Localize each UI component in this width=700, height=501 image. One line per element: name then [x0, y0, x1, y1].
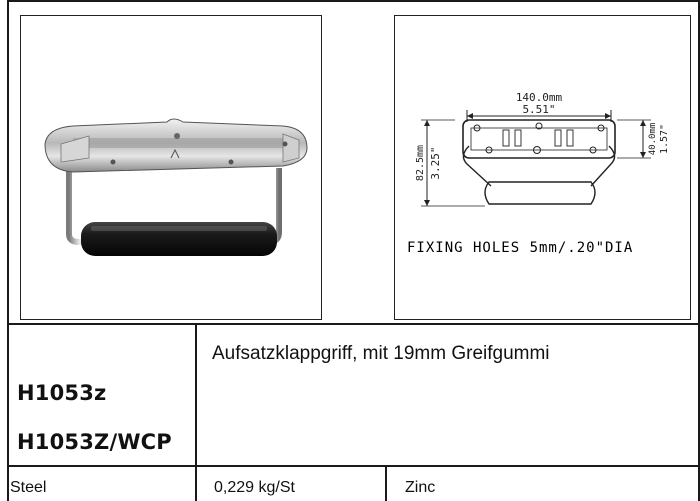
material-value: Steel [10, 479, 47, 496]
product-photo-frame [20, 15, 322, 320]
side-in-label: 1.57" [659, 124, 670, 154]
image-row-divider [7, 323, 700, 325]
product-photo [44, 118, 308, 256]
weight-value: 0,229 kg/St [214, 479, 295, 496]
spec-row-divider [7, 465, 700, 467]
side-mm-label: 40.0mm [648, 123, 658, 156]
left-border [7, 0, 9, 501]
top-border [7, 0, 700, 2]
right-border [698, 0, 700, 501]
width-in-label: 5.51" [522, 103, 555, 116]
product-sheet: 140.0mm 5.51" 82. [7, 0, 700, 501]
weight-column-divider [385, 465, 387, 501]
product-description: Aufsatzklappgriff, mit 19mm Greifgummi [212, 343, 550, 364]
width-mm-label: 140.0mm [516, 91, 563, 104]
height-in-label: 3.25" [429, 146, 442, 179]
finish-value: Zinc [405, 479, 436, 496]
code-column-divider [195, 323, 197, 501]
technical-drawing: 140.0mm 5.51" 82. [407, 91, 670, 256]
product-code-primary: H1053z [17, 381, 107, 405]
product-code-secondary: H1053Z/WCP [17, 430, 172, 454]
technical-drawing-frame: 140.0mm 5.51" 82. [394, 15, 691, 320]
height-mm-label: 82.5mm [415, 145, 426, 181]
fixing-holes-note: FIXING HOLES 5mm/.20"DIA [407, 240, 633, 256]
